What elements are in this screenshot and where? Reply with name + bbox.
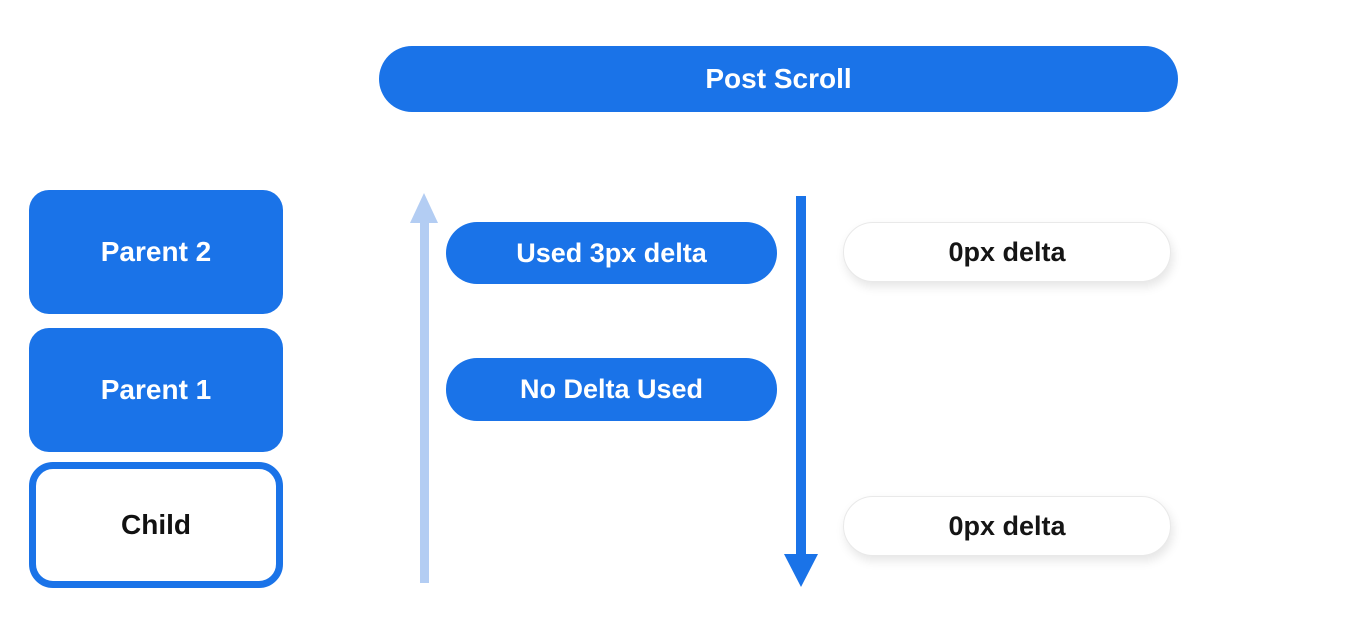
up-arrowhead-icon bbox=[410, 193, 438, 223]
scroll-down-arrow bbox=[784, 196, 818, 587]
down-arrow-shaft bbox=[796, 196, 806, 554]
used-3px-delta-pill: Used 3px delta bbox=[446, 222, 777, 284]
no-delta-used-label: No Delta Used bbox=[519, 374, 704, 404]
zero-delta-top-label: 0px delta bbox=[948, 236, 1066, 267]
zero-delta-pill-top: 0px delta bbox=[843, 222, 1171, 282]
post-scroll-banner: Post Scroll bbox=[379, 46, 1178, 112]
parent-2-label: Parent 2 bbox=[100, 236, 212, 267]
parent-1-box: Parent 1 bbox=[29, 328, 283, 452]
zero-delta-bottom-label: 0px delta bbox=[948, 510, 1066, 541]
zero-delta-pill-bottom: 0px delta bbox=[843, 496, 1171, 556]
down-arrowhead-icon bbox=[784, 554, 818, 587]
child-box: Child bbox=[29, 462, 283, 588]
scroll-up-arrow bbox=[410, 193, 438, 583]
parent-2-box: Parent 2 bbox=[29, 190, 283, 314]
child-label: Child bbox=[121, 509, 191, 540]
up-arrow-shaft bbox=[419, 223, 429, 583]
no-delta-used-pill: No Delta Used bbox=[446, 358, 777, 421]
post-scroll-label: Post Scroll bbox=[705, 63, 852, 94]
parent-1-label: Parent 1 bbox=[100, 374, 212, 405]
used-3px-delta-label: Used 3px delta bbox=[516, 237, 707, 268]
